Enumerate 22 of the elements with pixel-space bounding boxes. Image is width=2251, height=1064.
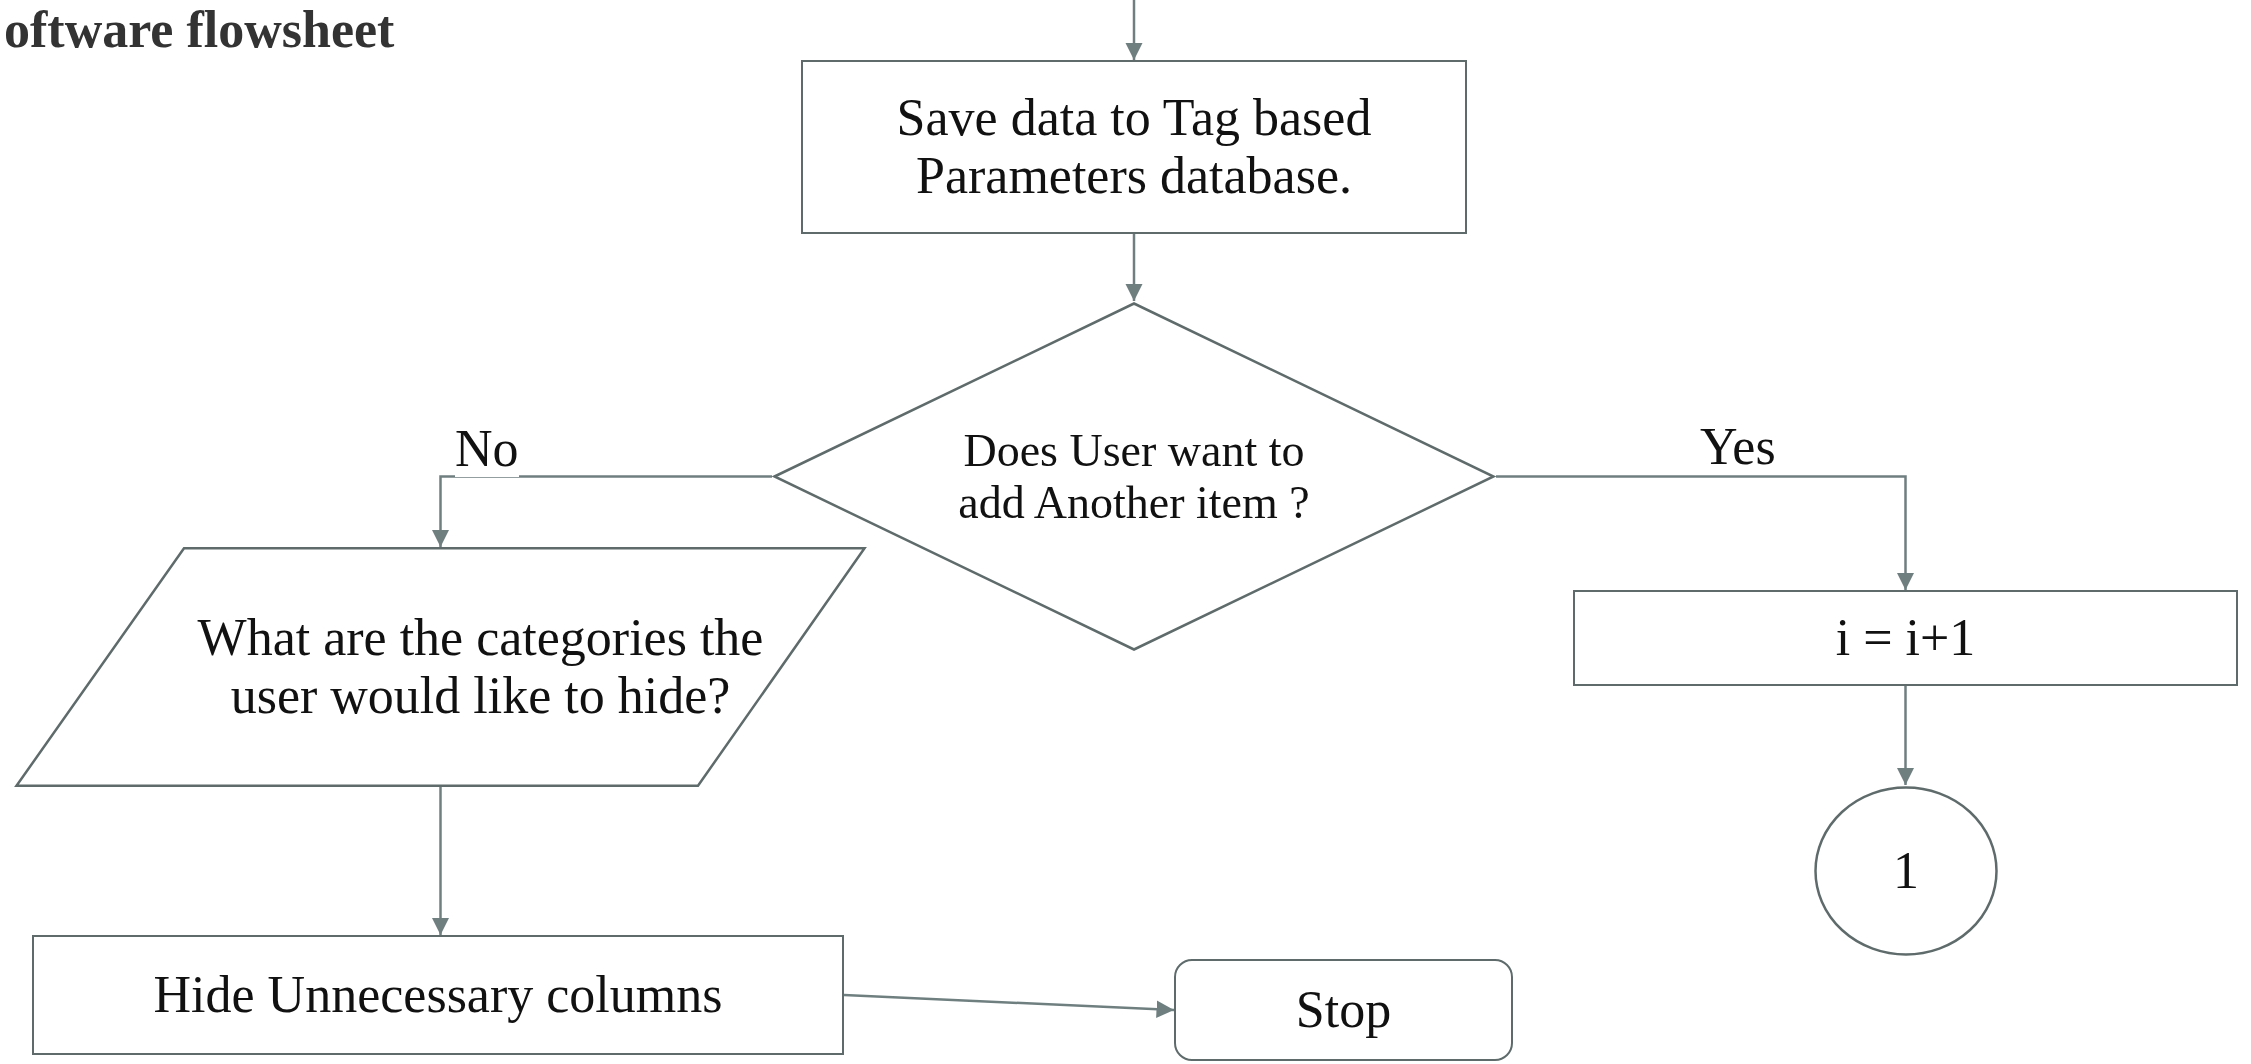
node-text: 1 [1892,841,1920,901]
input-parallelogram [14,547,867,787]
terminator-box [1174,959,1513,1061]
arrow [1896,686,1915,785]
connector-circle [1813,785,1999,957]
node-text: Save data to Tag based Parameters database. [895,88,1373,206]
arrow [431,475,772,547]
node-text: Does User want to add Another item ? [957,425,1311,528]
process-box [801,60,1467,234]
decision-diamond [772,301,1496,652]
arrow [431,787,450,935]
arrow [1496,475,1915,590]
node-text: What are the categories the user would like to hide? [196,608,765,726]
node-text: Stop [1294,980,1393,1040]
node-text: Hide Unnecessary columns [152,965,724,1025]
node-text: i = i+1 [1834,608,1977,668]
arrow [843,993,1175,1018]
process-box [32,935,844,1055]
arrow [1125,0,1143,60]
arrow [1125,234,1143,301]
process-box [1573,590,2238,686]
diagram-title: oftware flowsheet [4,0,395,59]
